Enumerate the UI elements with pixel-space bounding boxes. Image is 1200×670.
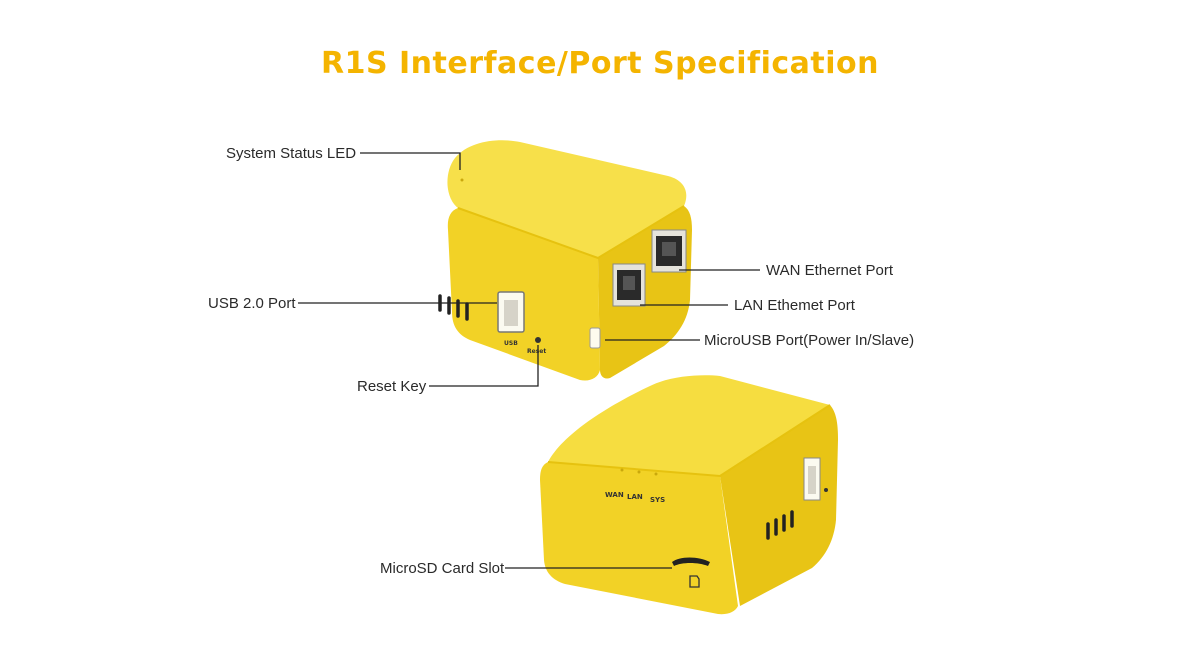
device-marking-sys: SYS: [650, 496, 665, 504]
device-marking-wan: WAN: [605, 491, 624, 499]
device-marking-usb: USB: [504, 340, 518, 347]
usb-port: [497, 291, 525, 333]
label-microsd-slot: MicroSD Card Slot: [380, 560, 505, 577]
page-title: R1S Interface/Port Specification: [320, 46, 880, 81]
label-reset-key: Reset Key: [357, 378, 427, 395]
microusb-port: [589, 327, 601, 349]
label-usb-port: USB 2.0 Port: [208, 295, 296, 312]
wan-port: [651, 229, 687, 273]
label-wan-port: WAN Ethernet Port: [766, 262, 893, 279]
device-marking-reset: Reset: [527, 348, 546, 355]
label-microusb-port: MicroUSB Port(Power In/Slave): [704, 332, 915, 349]
leader-lines: [298, 152, 760, 569]
label-lan-port: LAN Ethemet Port: [734, 297, 855, 314]
reset-hole: [535, 337, 541, 343]
router-front-view: USB Reset: [438, 140, 692, 381]
lan-port: [612, 263, 646, 307]
status-led: [460, 178, 464, 182]
sd-card-icon: [689, 575, 700, 588]
device-marking-lan: LAN: [627, 493, 643, 501]
router-rear-view: WAN LAN SYS: [540, 375, 838, 615]
microsd-slot: [672, 557, 710, 566]
rear-vent-slots: [766, 510, 794, 540]
label-system-status-led: System Status LED: [226, 145, 357, 162]
